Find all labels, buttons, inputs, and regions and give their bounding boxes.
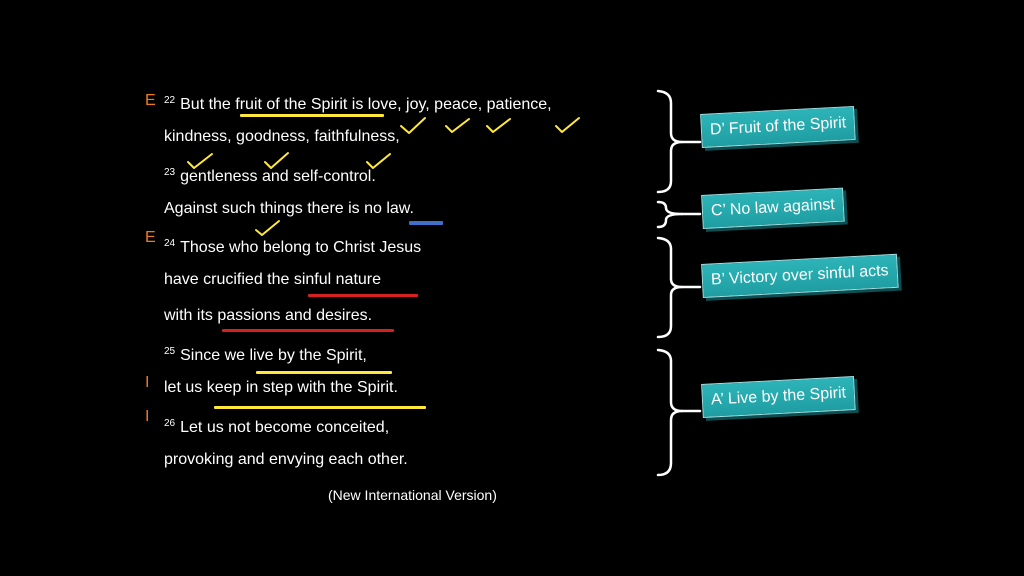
brace-c-icon [656,200,684,229]
verse-number: 26 [164,418,176,429]
check-mark-icon [255,220,280,236]
verse-number: 25 [164,346,176,357]
verse-text: Against such things there is no law. [164,200,414,217]
verse-line-1: 22 But the fruit of the Spirit is love, j… [164,91,552,115]
verse-number: 23 [164,167,176,178]
verse-text: But the fruit of the Spirit is love, joy… [180,96,552,113]
label-b-prime: B’ Victory over sinful acts [701,253,899,298]
verse-line-6: have crucified the sinful nature [164,270,381,290]
verse-text: kindness, goodness, faithfulness, [164,128,400,145]
verse-text: provoking and envying each other. [164,451,408,468]
verse-line-10: 26 Let us not become conceited, [164,414,389,438]
verse-line-5: 24 Those who belong to Christ Jesus [164,234,421,258]
verse-line-3: 23 gentleness and self-control. [164,163,376,187]
margin-letter-e-2: E [145,229,156,246]
version-note: (New International Version) [328,487,497,503]
underline-passions-desires [222,329,394,332]
label-d-prime: D’ Fruit of the Spirit [700,105,857,148]
margin-letter-i-1: I [145,374,150,391]
verse-line-9: let us keep in step with the Spirit. [164,378,398,398]
verse-line-11: provoking and envying each other. [164,450,408,470]
underline-fruit-of-spirit [240,114,384,117]
verse-text: have crucified the sinful nature [164,271,382,288]
check-mark-icon [400,117,426,134]
check-mark-icon [445,118,470,133]
underline-live-by-spirit [256,371,392,374]
brace-d-icon [656,89,684,194]
underline-keep-in-step [214,406,426,409]
label-c-prime: C’ No law against [701,187,845,229]
verse-number: 24 [164,238,176,249]
verse-text: Let us not become conceited, [180,419,390,436]
verse-number: 22 [164,95,176,106]
underline-law [409,221,443,225]
check-mark-icon [555,117,580,133]
verse-text: Those who belong to Christ Jesus [180,239,422,256]
margin-letter-e-1: E [145,92,156,109]
verse-line-8: 25 Since we live by the Spirit, [164,342,367,366]
brace-b-icon [656,236,684,339]
margin-letter-i-2: I [145,408,150,425]
verse-line-4: Against such things there is no law. [164,199,414,219]
verse-text: with its passions and desires. [164,307,373,324]
verse-text: Since we live by the Spirit, [180,347,367,364]
underline-sinful-nature [308,294,418,297]
verse-line-7: with its passions and desires. [164,306,372,326]
verse-text: let us keep in step with the Spirit. [164,379,398,396]
verse-line-2: kindness, goodness, faithfulness, [164,127,400,147]
check-mark-icon [486,118,511,133]
verse-text: gentleness and self-control. [180,168,376,185]
brace-a-icon [656,348,684,477]
label-a-prime: A’ Live by the Spirit [701,376,856,418]
